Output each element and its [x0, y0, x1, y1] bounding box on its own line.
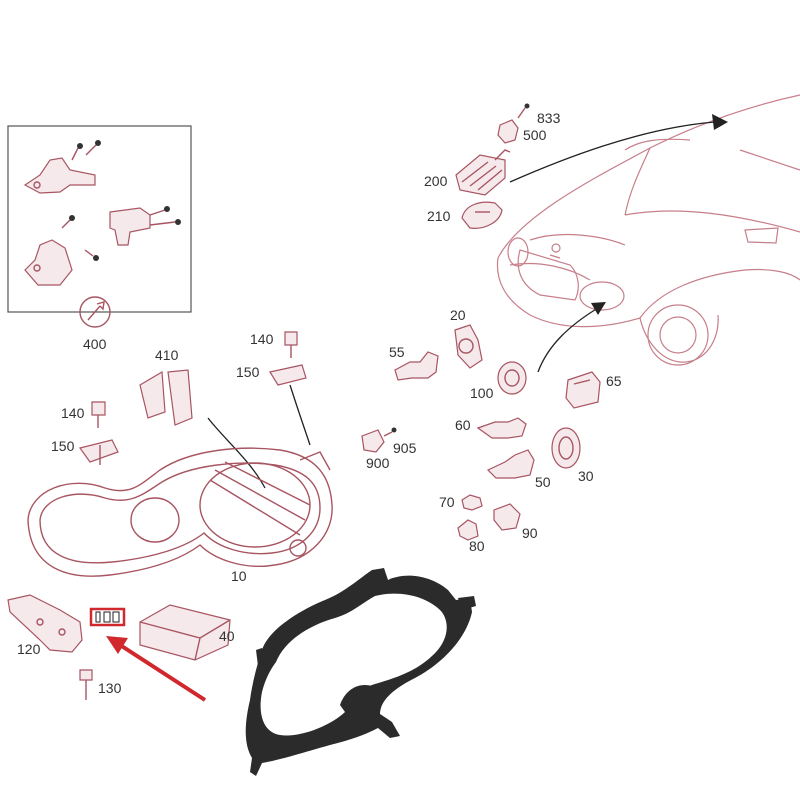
label-900: 900: [366, 455, 390, 471]
label-905: 905: [393, 440, 417, 456]
label-55: 55: [389, 344, 405, 360]
highlight-arrow-head: [106, 636, 128, 654]
label-70: 70: [439, 494, 455, 510]
label-140-left: 140: [61, 405, 85, 421]
label-30: 30: [578, 468, 594, 484]
parts-bottom-left: [7, 594, 231, 700]
leader-lens-line-2: [289, 384, 311, 446]
arrow-head-headlamp: [591, 302, 606, 315]
label-40: 40: [219, 628, 235, 644]
main-headlamp-unit: [27, 447, 333, 577]
car-outline: [496, 94, 800, 366]
label-10: 10: [231, 568, 247, 584]
label-410: 410: [155, 347, 179, 363]
label-200: 200: [424, 173, 448, 189]
label-500: 500: [523, 127, 547, 143]
label-90: 90: [522, 525, 538, 541]
label-50: 50: [535, 474, 551, 490]
label-833: 833: [537, 110, 561, 126]
label-150-right: 150: [236, 364, 260, 380]
label-100: 100: [470, 385, 494, 401]
label-80: 80: [469, 538, 485, 554]
label-210: 210: [427, 208, 451, 224]
label-130: 130: [98, 680, 122, 696]
headlight-gasket: [245, 568, 476, 776]
highlight-box: [89, 607, 126, 627]
arrow-head-car-top: [712, 114, 728, 130]
label-150-left: 150: [51, 438, 75, 454]
inset-box: [7, 125, 192, 328]
arrow-to-car-top: [509, 121, 716, 183]
callout-labels: 833 500 200 210 400 410 140 150 140 150 …: [17, 110, 622, 696]
label-65: 65: [606, 373, 622, 389]
label-60: 60: [455, 417, 471, 433]
highlight-part: [95, 611, 120, 623]
label-120: 120: [17, 641, 41, 657]
highlight-callout: [89, 607, 207, 702]
label-20: 20: [450, 307, 466, 323]
bulbs-and-sockets: [361, 324, 601, 541]
label-400: 400: [83, 336, 107, 352]
parts-left: [78, 331, 307, 465]
label-140-right: 140: [250, 331, 274, 347]
highlight-arrow: [118, 643, 207, 702]
parts-top-right: [455, 103, 530, 229]
arrow-to-headlamp: [537, 307, 599, 373]
